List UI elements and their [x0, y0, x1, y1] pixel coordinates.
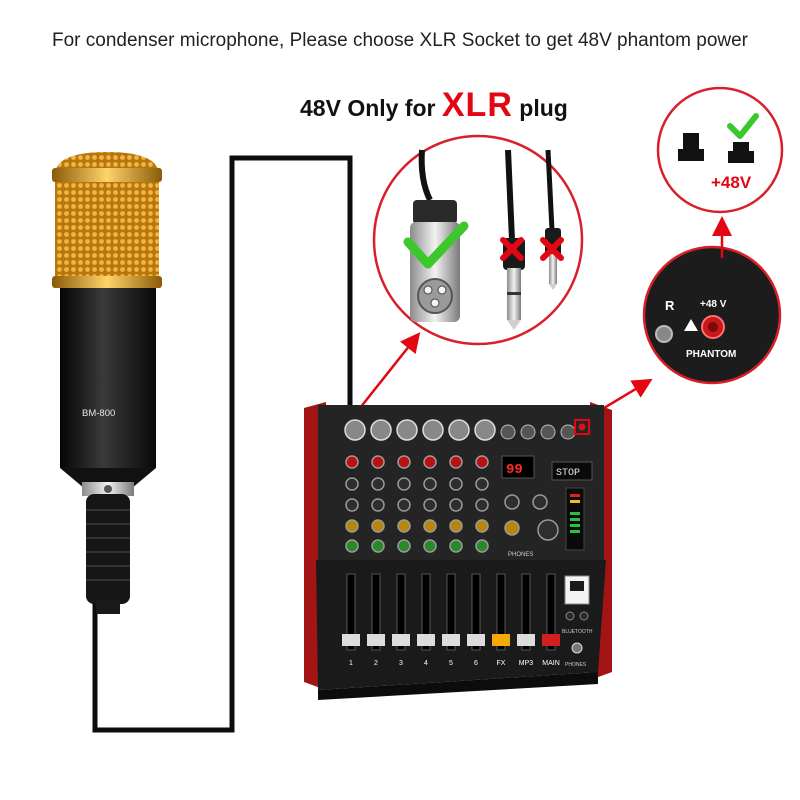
- input-sockets: [344, 419, 576, 441]
- phantom-label: PHANTOM: [686, 349, 736, 360]
- phantom-detail-callout: R +48 V PHANTOM: [642, 245, 782, 385]
- phones-panel-label: PHONES: [508, 552, 533, 558]
- check-icon: [403, 221, 469, 269]
- headline-prefix: 48V Only for: [300, 95, 442, 121]
- channel-label: 1: [349, 660, 353, 667]
- fader-slots: [346, 573, 556, 651]
- quarter-inch-jack-image: [503, 149, 525, 330]
- channel-label: 5: [449, 660, 453, 667]
- plug-comparison-callout: [372, 134, 584, 346]
- arrow-icon: [359, 332, 421, 409]
- channel-label: FX: [497, 660, 506, 667]
- microphone-cable: [92, 155, 353, 733]
- bluetooth-label: BLUETOOTH: [562, 629, 593, 635]
- phantom-voltage-label: +48 V: [700, 299, 727, 310]
- headline-suffix: plug: [512, 95, 568, 121]
- channel-label: MP3: [519, 660, 534, 667]
- phantom-switch-callout: +48V: [656, 86, 784, 214]
- switch-voltage-label: +48V: [711, 173, 752, 192]
- channel-label: 3: [399, 660, 403, 667]
- caption-text: For condenser microphone, Please choose …: [51, 30, 748, 51]
- channel-label: 6: [474, 660, 478, 667]
- channel-label: MAIN: [542, 660, 560, 667]
- cross-icon: [540, 237, 564, 261]
- audio-mixer: 99 STOP PHONES: [304, 402, 612, 700]
- warning-icon: [684, 319, 698, 331]
- player-status-display: STOP: [556, 468, 580, 479]
- switch-on-icon: [728, 142, 754, 163]
- check-icon: [727, 113, 759, 139]
- microphone-model-label: BM-800: [82, 408, 115, 419]
- headline: 48V Only for XLR plug: [300, 86, 568, 125]
- switch-off-icon: [678, 133, 704, 161]
- channel-label: 2: [374, 660, 378, 667]
- channel-knobs: [345, 455, 489, 553]
- headline-xlr: XLR: [441, 86, 513, 124]
- channel-label: R: [665, 298, 675, 313]
- channel-label: 4: [424, 660, 428, 667]
- microphone: BM-800: [52, 152, 162, 614]
- fader-caps: [342, 634, 560, 646]
- effect-number-display: 99: [506, 462, 523, 478]
- phones-label: PHONES: [565, 662, 587, 668]
- cross-icon: [500, 237, 524, 261]
